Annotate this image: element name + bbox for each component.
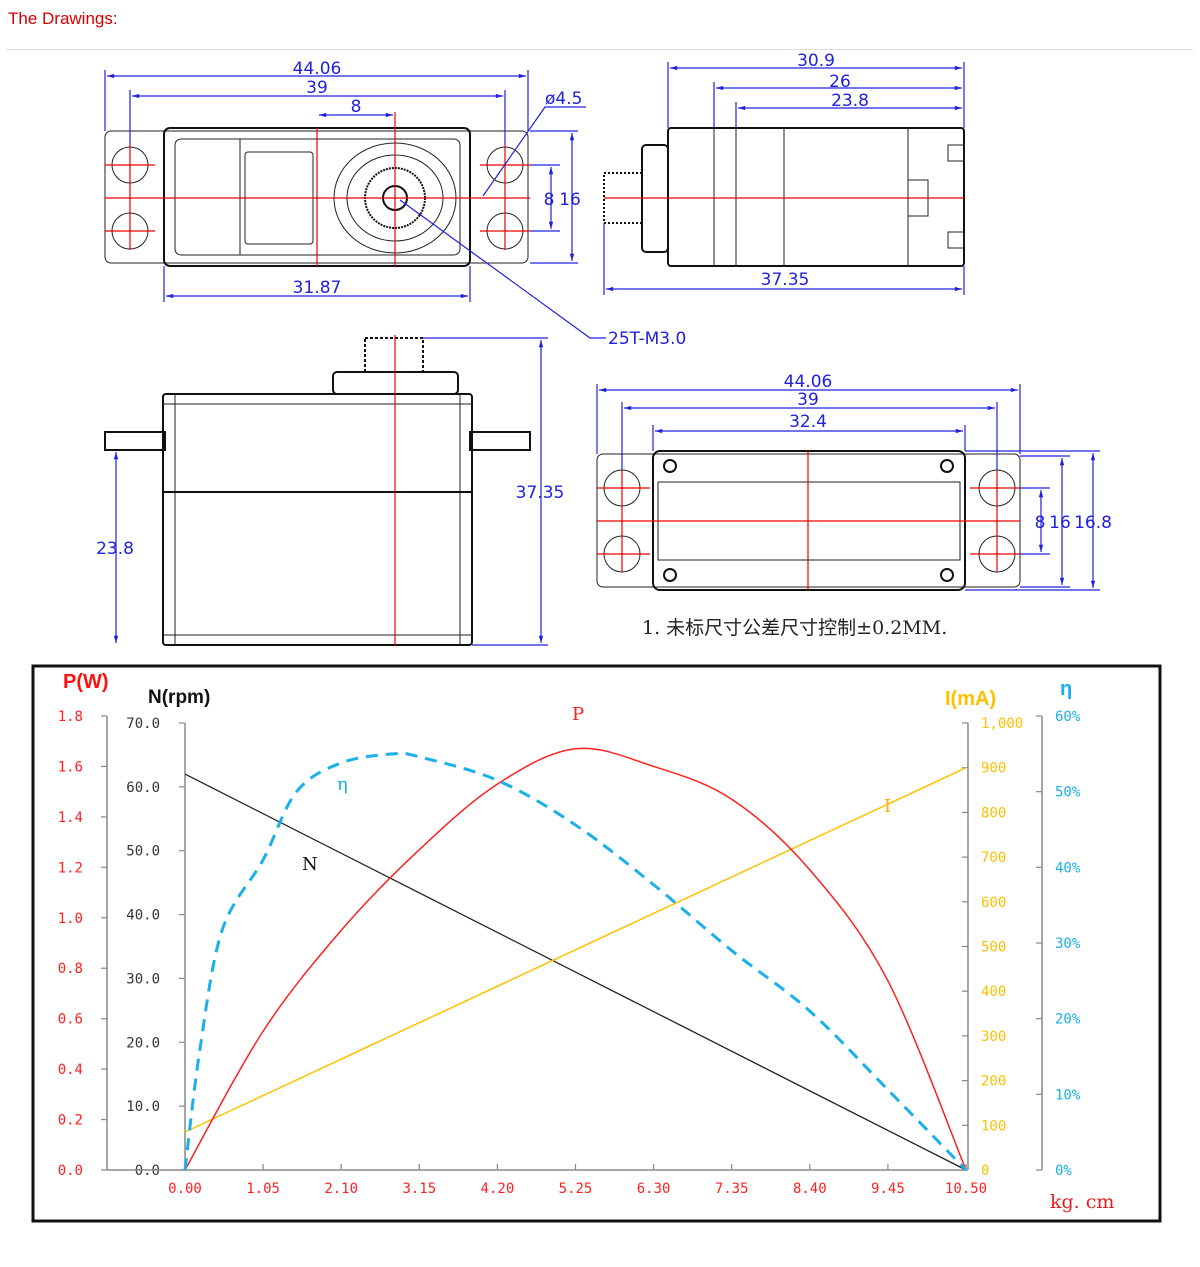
eta-tick-label: 50% bbox=[1055, 785, 1081, 801]
N-tick-label: 50.0 bbox=[126, 844, 160, 860]
x-tick-label: 0.00 bbox=[168, 1181, 202, 1197]
dim-side-30-9: 30.9 bbox=[797, 51, 835, 71]
dim-body-length: 31.87 bbox=[293, 278, 342, 298]
eta-tick-label: 40% bbox=[1055, 860, 1081, 876]
dim-side-total-height: 37.35 bbox=[761, 270, 810, 290]
series-N-line bbox=[184, 773, 967, 1171]
N-tick-label: 30.0 bbox=[126, 971, 160, 987]
P-tick-label: 1.0 bbox=[58, 911, 83, 927]
side-view: 30.9 26 23.8 37.35 bbox=[603, 51, 965, 295]
dim-hole-pitch: 39 bbox=[306, 78, 328, 98]
I-tick-label: 800 bbox=[981, 805, 1006, 821]
x-tick-label: 9.45 bbox=[871, 1181, 905, 1197]
series-P-line bbox=[184, 747, 967, 1171]
series-eta-line bbox=[183, 751, 968, 1172]
N-tick-label: 70.0 bbox=[126, 716, 160, 732]
x-tick-label: 4.20 bbox=[481, 1181, 515, 1197]
dim-bottom-body-length: 32.4 bbox=[789, 412, 827, 432]
top-view: 44.06 39 8 ø4.5 8 16 31.87 25T-M3.0 bbox=[104, 59, 686, 349]
series-eta-label: η bbox=[337, 774, 348, 795]
P-tick-label: 0.0 bbox=[58, 1163, 83, 1179]
x-tick-label: 6.30 bbox=[637, 1181, 671, 1197]
N-tick-label: 0.0 bbox=[135, 1163, 160, 1179]
dim-bottom-hole-pitch: 39 bbox=[797, 390, 819, 410]
tolerance-note: 1. 未标尺寸公差尺寸控制±0.2MM. bbox=[642, 617, 947, 639]
dim-shaft-offset: 8 bbox=[351, 97, 362, 117]
eta-tick-label: 0% bbox=[1055, 1163, 1072, 1179]
x-tick-label: 8.40 bbox=[793, 1181, 827, 1197]
spline-label: 25T-M3.0 bbox=[608, 329, 686, 349]
x-tick-label: 2.10 bbox=[324, 1181, 358, 1197]
dim-front-total-height: 37.35 bbox=[516, 483, 565, 503]
n-axis-title: N(rpm) bbox=[148, 687, 210, 708]
eta-tick-label: 60% bbox=[1055, 709, 1081, 725]
x-tick-label: 1.05 bbox=[246, 1181, 280, 1197]
bottom-view: 44.06 39 32.4 8 16 16.8 1. 未标尺寸公差尺寸控制±0.… bbox=[596, 372, 1112, 639]
P-tick-label: 0.6 bbox=[58, 1012, 83, 1028]
dim-bottom-overall: 44.06 bbox=[784, 372, 833, 392]
x-tick-label: 5.25 bbox=[559, 1181, 593, 1197]
I-tick-label: 200 bbox=[981, 1074, 1006, 1090]
dim-bottom-hole-spacing: 8 bbox=[1035, 513, 1046, 533]
I-tick-label: 600 bbox=[981, 895, 1006, 911]
chart-frame bbox=[31, 664, 1162, 1223]
dim-side-26: 26 bbox=[829, 72, 851, 92]
dim-hole-spacing: 8 bbox=[544, 190, 555, 210]
I-tick-label: 900 bbox=[981, 761, 1006, 777]
divider bbox=[6, 49, 1193, 50]
dim-flange-width: 16 bbox=[559, 190, 581, 210]
dim-bottom-body-width: 16.8 bbox=[1074, 513, 1112, 533]
series-N-label: N bbox=[302, 854, 318, 875]
P-tick-label: 0.4 bbox=[58, 1062, 83, 1078]
x-tick-label: 7.35 bbox=[715, 1181, 749, 1197]
P-tick-label: 1.4 bbox=[58, 810, 83, 826]
N-tick-label: 60.0 bbox=[126, 780, 160, 796]
dim-front-flange-height: 23.8 bbox=[96, 539, 134, 559]
I-tick-label: 0 bbox=[981, 1163, 989, 1179]
x-tick-label: 10.50 bbox=[945, 1181, 987, 1197]
dim-side-23-8: 23.8 bbox=[831, 91, 869, 111]
series-I-line bbox=[184, 767, 967, 1133]
I-tick-label: 500 bbox=[981, 940, 1006, 956]
I-tick-label: 400 bbox=[981, 984, 1006, 1000]
dimension-drawings: 44.06 39 8 ø4.5 8 16 31.87 25T-M3.0 30.9… bbox=[96, 51, 1112, 646]
eta-tick-label: 30% bbox=[1055, 936, 1081, 952]
series-I-label: I bbox=[884, 796, 891, 817]
section-title: The Drawings: bbox=[8, 9, 118, 28]
P-tick-label: 1.6 bbox=[58, 759, 83, 775]
I-tick-label: 700 bbox=[981, 850, 1006, 866]
I-tick-label: 1,000 bbox=[981, 716, 1023, 732]
series-P-label: P bbox=[572, 704, 584, 725]
eta-tick-label: 10% bbox=[1055, 1087, 1081, 1103]
eta-axis-title: η bbox=[1060, 678, 1072, 700]
x-axis-title: kg. cm bbox=[1050, 1191, 1114, 1213]
N-tick-label: 10.0 bbox=[126, 1099, 160, 1115]
front-view: 37.35 23.8 bbox=[96, 335, 565, 646]
P-tick-label: 1.2 bbox=[58, 860, 83, 876]
i-axis-title: I(mA) bbox=[945, 688, 996, 710]
P-tick-label: 0.8 bbox=[58, 961, 83, 977]
P-tick-label: 1.8 bbox=[58, 709, 83, 725]
dim-overall-length: 44.06 bbox=[293, 59, 342, 79]
p-axis-title: P(W) bbox=[63, 671, 109, 693]
I-tick-label: 300 bbox=[981, 1029, 1006, 1045]
dim-bottom-flange-width: 16 bbox=[1049, 513, 1071, 533]
N-tick-label: 40.0 bbox=[126, 908, 160, 924]
eta-tick-label: 20% bbox=[1055, 1012, 1081, 1028]
N-tick-label: 20.0 bbox=[126, 1035, 160, 1051]
I-tick-label: 100 bbox=[981, 1118, 1006, 1134]
x-tick-label: 3.15 bbox=[402, 1181, 436, 1197]
P-tick-label: 0.2 bbox=[58, 1113, 83, 1129]
dim-hole-diameter: ø4.5 bbox=[545, 89, 582, 109]
